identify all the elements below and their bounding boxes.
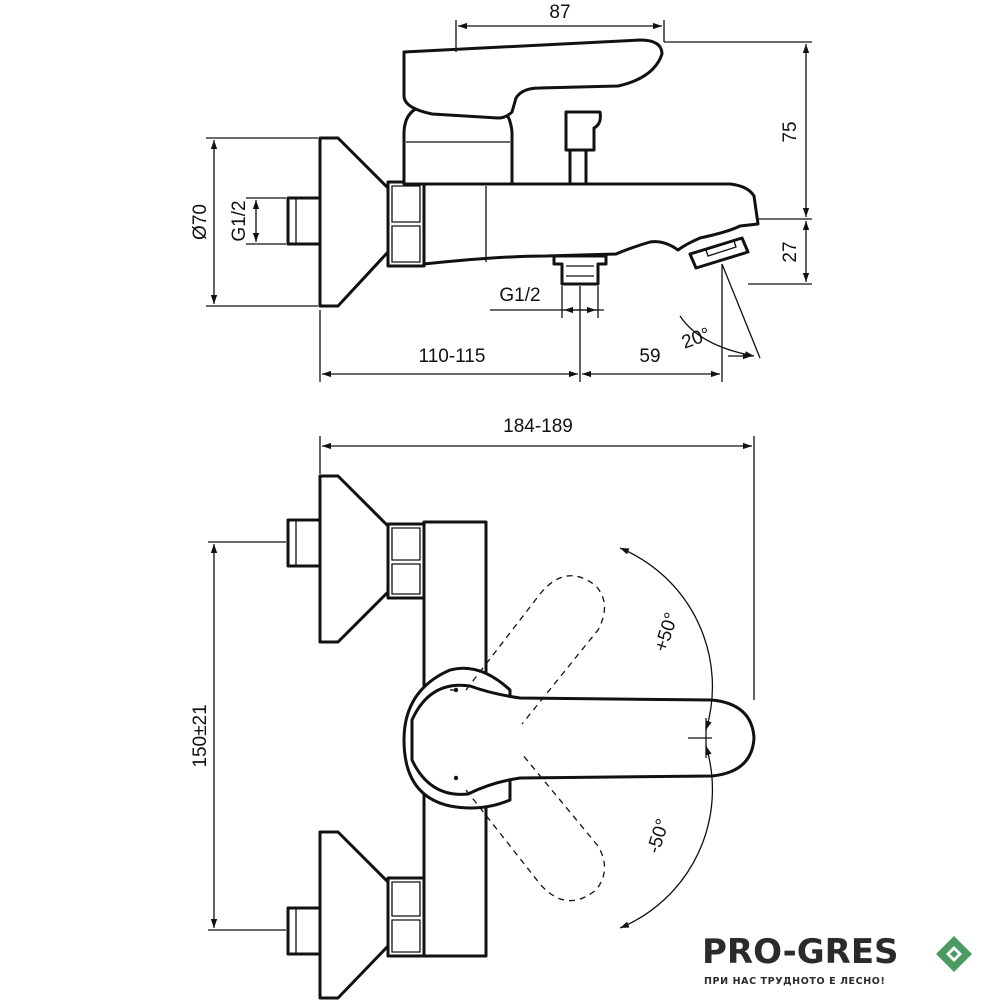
side-mixer-body (422, 182, 760, 266)
dim-g12-inlet-label: G1/2 (229, 200, 250, 241)
dim-overall-width-label: 184-189 (503, 416, 573, 437)
side-lever-handle (402, 38, 664, 120)
dim-rotation-minus-label: -50° (643, 816, 674, 856)
dim-g12-outlet-label: G1/2 (499, 285, 540, 306)
top-rosette-upper (318, 474, 390, 644)
brand-slogan: ПРИ НАС ТРУДНОТО Е ЛЕСНО! (704, 976, 886, 987)
top-inlet-stub-lower (286, 906, 322, 956)
top-lever-handle (410, 683, 756, 796)
top-inlet-stub-upper (286, 518, 322, 568)
side-diverter-knob (564, 110, 602, 152)
dim-spout-reach-label: 59 (639, 346, 660, 367)
side-outlet-thread (552, 254, 608, 286)
top-rosette-lower (318, 830, 390, 1000)
dim-diameter-label: Ø70 (190, 204, 211, 240)
dim-75-label: 75 (780, 121, 801, 142)
dim-87-label: 87 (549, 2, 570, 23)
dim-angle-label: 20° (679, 324, 713, 354)
side-inlet-stub (286, 196, 322, 246)
top-nut-upper (386, 522, 426, 600)
dim-27-label: 27 (780, 241, 801, 262)
top-nut-lower (386, 876, 426, 958)
top-lever-rotated-plus (465, 575, 606, 725)
side-connection-nut (386, 180, 426, 268)
side-wall-rosette (318, 136, 390, 308)
dim-inlet-spacing-label: 150±21 (190, 704, 211, 767)
side-diverter (568, 146, 588, 186)
top-view: 184-189 +50° -50° (190, 416, 756, 1000)
brand-name: PRO-GRES (702, 932, 899, 972)
dim-rotation-plus-label: +50° (651, 610, 683, 654)
brand-diamond-icon (936, 936, 972, 972)
top-lever-rotated-minus (465, 753, 606, 902)
brand-logo: PRO-GRES ПРИ НАС ТРУДНОТО Е ЛЕСНО! (702, 932, 992, 994)
side-view: 87 75 27 Ø70 G1/2 G1/2 110-115 59 (190, 2, 812, 382)
dim-wall-distance-label: 110-115 (419, 346, 486, 367)
